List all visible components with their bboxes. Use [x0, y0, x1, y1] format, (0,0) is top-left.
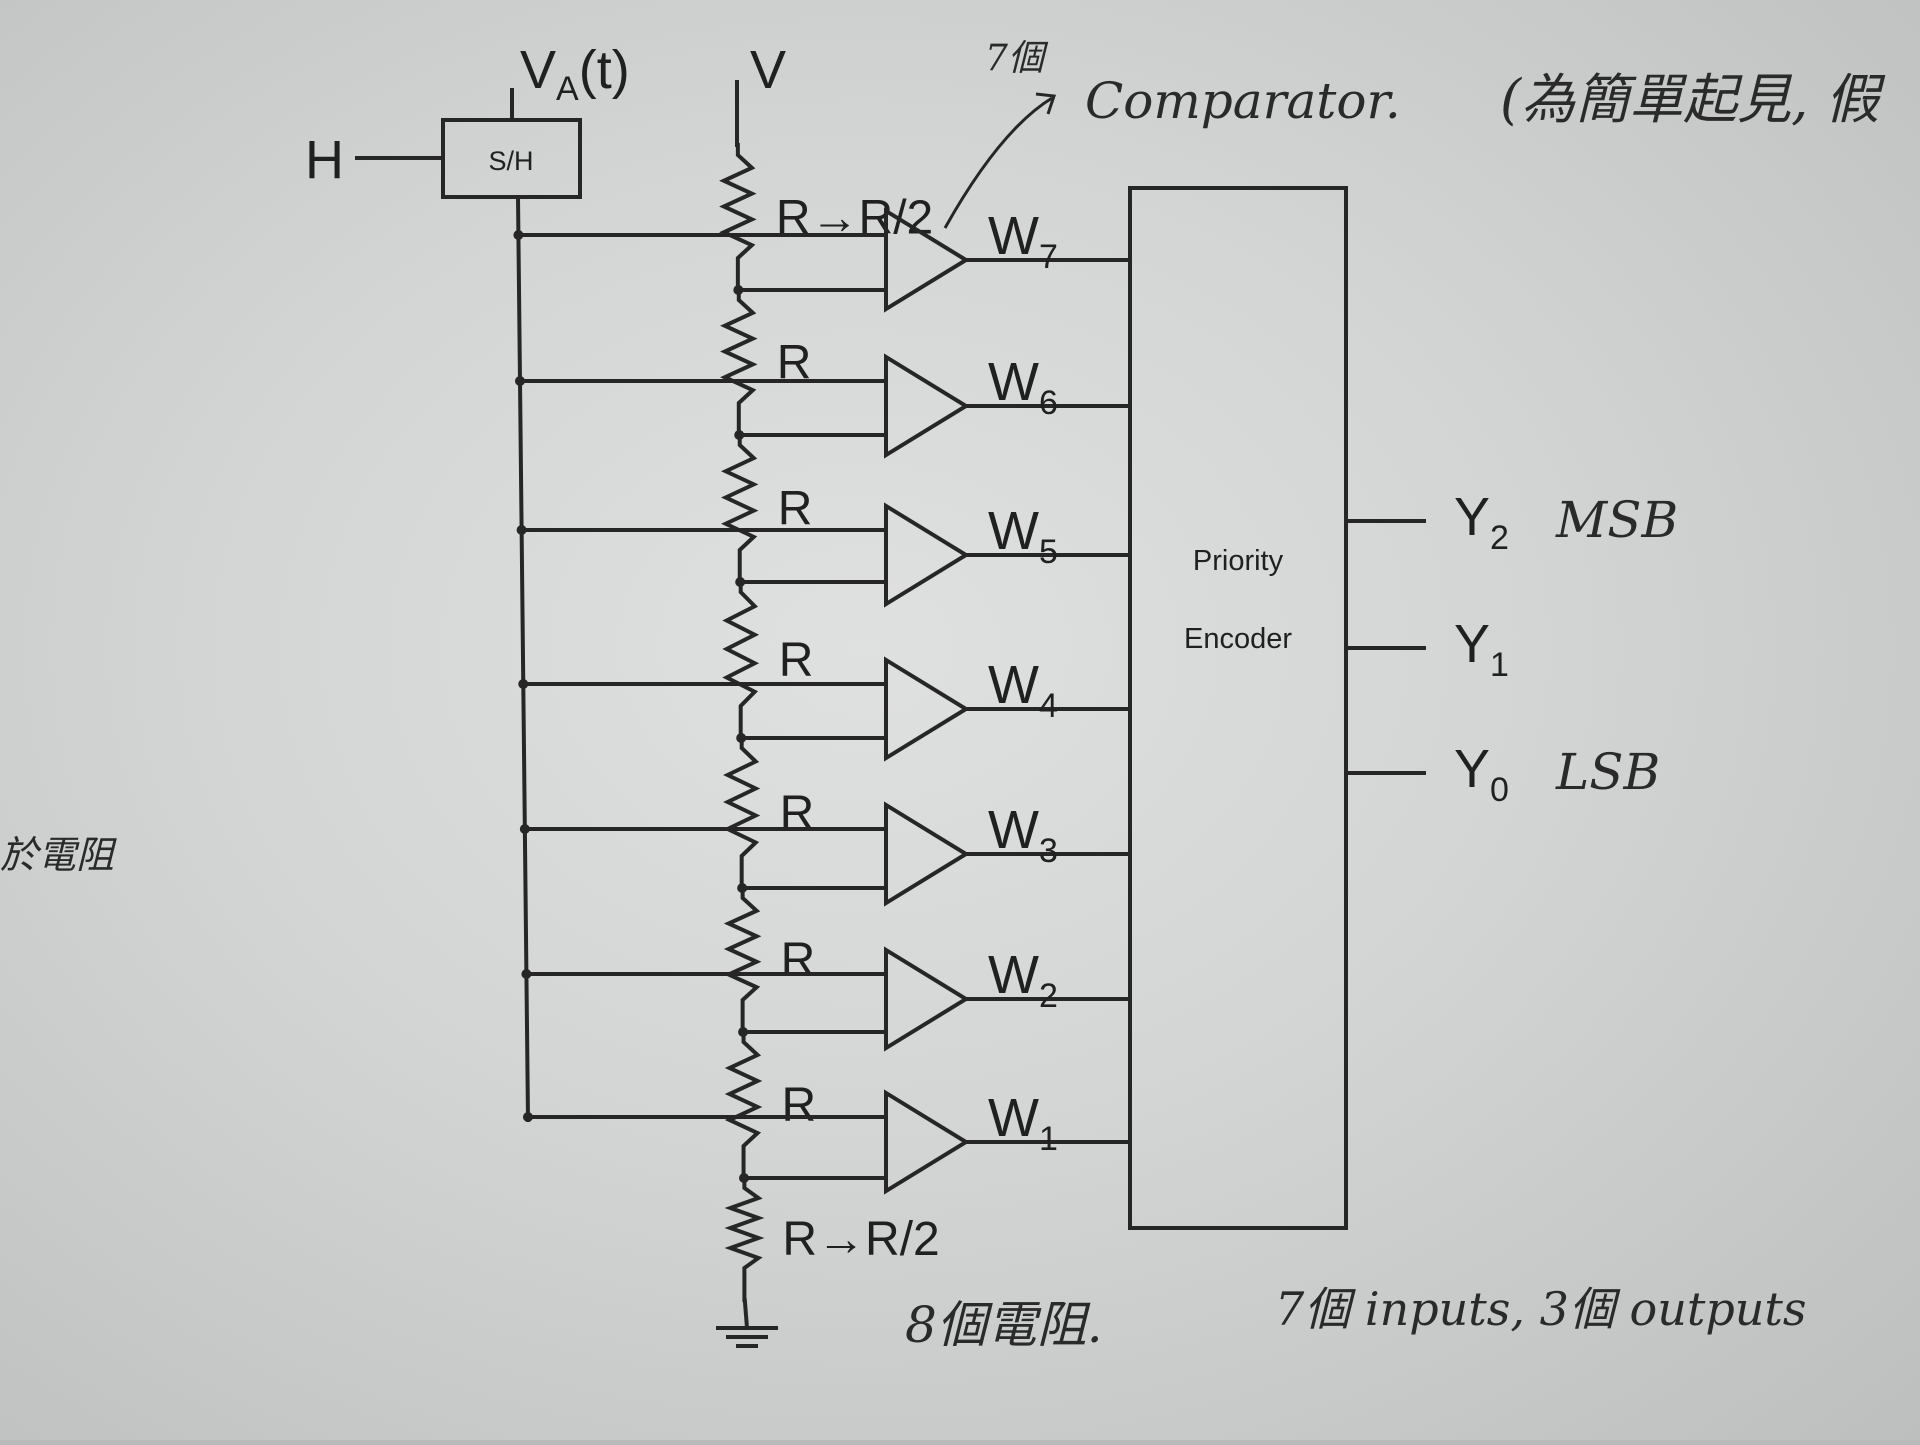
bus-junction — [513, 230, 524, 240]
bus-junction — [514, 376, 525, 386]
priority-encoder: Priority Encoder — [1128, 186, 1348, 1230]
comparator-output-label: W4 — [988, 655, 1058, 725]
bus-junction — [522, 1112, 533, 1122]
bus-junction — [518, 679, 529, 689]
comparator-triangle — [884, 656, 970, 762]
resistor — [722, 580, 760, 740]
comparator-triangle — [884, 502, 970, 608]
sample-hold-label: S/H — [488, 146, 533, 176]
comparator-output-label: W3 — [988, 800, 1058, 870]
resistor — [719, 143, 757, 292]
note-io-count: 7個 inputs, 3個 outputs — [1275, 1282, 1807, 1336]
bus-junction — [519, 824, 530, 834]
output-label: Y0 — [1454, 739, 1509, 809]
output-y2: Y2 MSB — [1344, 487, 1678, 557]
resistor-label: R→R/2 — [782, 1213, 939, 1266]
note-comparator-label: Comparator. — [1085, 72, 1401, 130]
comparator-w1: W1 — [522, 1088, 1132, 1195]
output-y0: Y0 LSB — [1344, 739, 1660, 809]
resistor-label: R — [779, 634, 814, 687]
note-arrow-head — [1035, 92, 1057, 115]
reference-voltage-label: V — [750, 40, 786, 100]
resistor-label: R — [780, 787, 815, 840]
note-resistor-count: 8個電阻. — [905, 1296, 1103, 1354]
comparator-triangle — [884, 946, 970, 1052]
comparator-w5: W5 — [516, 501, 1132, 608]
resistor — [720, 288, 758, 437]
comparator-w7: W7 — [513, 206, 1132, 313]
ground-icon — [716, 1326, 778, 1348]
output-label: Y2 — [1454, 487, 1509, 557]
encoder-label-line1: Priority — [1193, 545, 1284, 577]
resistor — [724, 1176, 765, 1302]
comparator-w4: W4 — [518, 655, 1132, 762]
note-arrow — [943, 96, 1053, 229]
note-top-right: (為簡單起見, 假 — [1500, 68, 1885, 131]
ground-wire — [742, 1297, 750, 1331]
resistor-label: R — [782, 1079, 817, 1132]
output-note: LSB — [1555, 743, 1660, 801]
resistor — [723, 886, 762, 1034]
encoder-box — [1128, 186, 1348, 1230]
comparator-output-label: W5 — [988, 501, 1058, 571]
comparator-w2: W2 — [521, 945, 1132, 1052]
sample-bus — [515, 194, 531, 1123]
comparator-output-label: W7 — [988, 206, 1058, 276]
resistor-label: R — [778, 483, 813, 536]
bus-junction — [516, 525, 527, 535]
output-note: MSB — [1555, 491, 1678, 549]
resistor — [723, 736, 761, 890]
comparator-output-label: W1 — [988, 1088, 1058, 1158]
encoder-label-line2: Encoder — [1184, 623, 1292, 655]
comparator-triangle — [884, 353, 970, 459]
note-left-margin: 於電阻 — [0, 833, 117, 877]
output-y1: Y1 — [1344, 614, 1509, 684]
comparator-triangle — [884, 801, 970, 907]
comparator-triangle — [884, 207, 970, 313]
analog-input-label: VA(t) — [520, 40, 630, 108]
output-label: Y1 — [1454, 614, 1509, 684]
handwritten-notes: 7個 Comparator. (為簡單起見, 假 於電阻 8個電阻. 7個 in… — [0, 38, 1885, 1354]
comparator-w6: W6 — [514, 352, 1132, 459]
sample-hold-block: S/H H VA(t) — [305, 40, 630, 1123]
comparator-output-label: W2 — [988, 945, 1058, 1015]
hold-control-label: H — [305, 130, 344, 190]
resistor — [721, 433, 759, 584]
note-comparator-count: 7個 — [985, 38, 1049, 79]
resistor-label: R — [781, 934, 816, 987]
comparator-triangle — [884, 1089, 970, 1195]
bus-junction — [521, 969, 532, 979]
comparator-w3: W3 — [519, 800, 1132, 907]
resistor — [724, 1030, 763, 1180]
comparator-output-label: W6 — [988, 352, 1058, 422]
